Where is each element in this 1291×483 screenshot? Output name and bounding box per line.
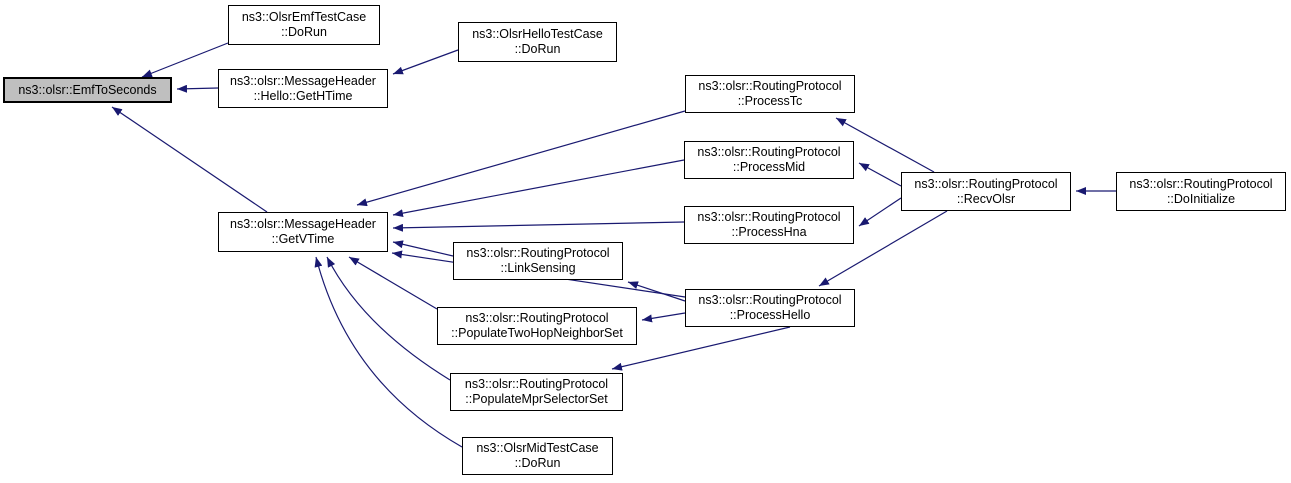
node-label-line: ns3::OlsrHelloTestCase [472,27,603,41]
call-edge-LinkSensing-to-GetVTime [392,240,454,257]
node-label-line: ns3::olsr::MessageHeader [230,73,376,88]
node-label-line: ::DoInitialize [1166,191,1236,206]
graph-node-OlsrHelloTestCase_DoRun[interactable]: ns3::OlsrHelloTestCase::DoRun [458,22,617,62]
call-edge-ProcessHello-to-PopulateMprSelectorSet [611,326,791,371]
node-label-line: ns3::olsr::RoutingProtocol [1129,176,1273,191]
node-label-line: ::DoRun [281,25,327,39]
node-label-line: ::DoRun [514,42,561,56]
graph-node-ProcessMid[interactable]: ns3::olsr::RoutingProtocol::ProcessMid [684,141,854,179]
call-edge-ProcessHna-to-GetVTime [392,221,685,232]
call-edge-ProcessTc-to-GetVTime [356,110,686,207]
call-edge-OlsrEmfTestCase_DoRun-to-EmfToSeconds [141,42,229,78]
node-label-line: ::PopulateMprSelectorSet [465,392,608,406]
graph-node-OlsrMidTestCase_DoRun[interactable]: ns3::OlsrMidTestCase::DoRun [462,437,613,475]
graph-node-LinkSensing[interactable]: ns3::olsr::RoutingProtocol::LinkSensing [453,242,623,280]
node-label-line: ::LinkSensing [500,261,576,275]
graph-node-ProcessHello[interactable]: ns3::olsr::RoutingProtocol::ProcessHello [685,289,855,327]
node-label-line: ns3::olsr::RoutingProtocol [464,377,609,391]
node-label-line: ::RecvOlsr [956,191,1016,206]
call-edge-RecvOlsr-to-ProcessHna [858,197,902,227]
node-label-line: ::ProcessTc [737,94,803,108]
graph-node-RecvOlsr[interactable]: ns3::olsr::RoutingProtocol::RecvOlsr [901,172,1071,211]
graph-node-OlsrEmfTestCase_DoRun[interactable]: ns3::OlsrEmfTestCase::DoRun [228,5,380,45]
graph-node-ProcessHna[interactable]: ns3::olsr::RoutingProtocol::ProcessHna [684,206,854,244]
graph-node-EmfToSeconds[interactable]: ns3::olsr::EmfToSeconds [3,77,172,103]
graph-node-GetVTime[interactable]: ns3::olsr::MessageHeader::GetVTime [218,212,388,252]
call-edge-PopulateTwoHopNeighborSet-to-GetVTime [348,256,438,310]
node-label-line: ::ProcessHello [729,308,811,322]
call-edge-RecvOlsr-to-ProcessMid [858,162,902,187]
node-label-line: ns3::olsr::RoutingProtocol [698,293,842,307]
node-label-line: ns3::olsr::RoutingProtocol [466,246,610,260]
node-label-line: ::Hello::GetHTime [253,88,353,103]
call-edge-GetVTime-to-EmfToSeconds [111,106,268,213]
call-edge-Hello_GetHTime-to-EmfToSeconds [176,84,219,93]
node-label-line: ns3::olsr::RoutingProtocol [914,176,1058,191]
graph-node-ProcessTc[interactable]: ns3::olsr::RoutingProtocol::ProcessTc [685,75,855,113]
call-edge-ProcessHello-to-LinkSensing [627,281,686,302]
call-edge-ProcessHello-to-PopulateTwoHopNeighborSet [641,312,686,323]
node-label-line: ::ProcessHna [731,225,807,239]
call-edge-OlsrHelloTestCase_DoRun-to-Hello_GetHTime [392,49,459,75]
graph-node-PopulateTwoHopNeighborSet[interactable]: ns3::olsr::RoutingProtocol::PopulateTwoH… [437,307,637,345]
call-edge-OlsrMidTestCase_DoRun-to-GetVTime [314,256,463,448]
node-label-line: ::ProcessMid [732,160,806,174]
node-label-line: ns3::olsr::EmfToSeconds [18,82,157,97]
node-label-line: ns3::olsr::RoutingProtocol [697,210,841,224]
node-label-line: ::DoRun [514,456,561,470]
node-label-line: ns3::olsr::RoutingProtocol [697,145,841,159]
graph-node-PopulateMprSelectorSet[interactable]: ns3::olsr::RoutingProtocol::PopulateMprS… [450,373,623,411]
node-label-line: ::PopulateTwoHopNeighborSet [451,326,623,340]
node-label-line: ns3::OlsrMidTestCase [476,441,599,455]
call-edge-PopulateMprSelectorSet-to-GetVTime [326,256,451,381]
node-label-line: ::GetVTime [271,232,335,246]
node-label-line: ns3::olsr::MessageHeader [230,217,376,231]
graph-node-DoInitialize[interactable]: ns3::olsr::RoutingProtocol::DoInitialize [1116,172,1286,211]
call-edge-ProcessMid-to-GetVTime [392,159,685,218]
graph-node-Hello_GetHTime[interactable]: ns3::olsr::MessageHeader::Hello::GetHTim… [218,69,388,108]
node-label-line: ns3::OlsrEmfTestCase [241,10,367,24]
node-label-line: ns3::olsr::RoutingProtocol [698,79,842,93]
node-label-line: ns3::olsr::RoutingProtocol [465,311,609,325]
